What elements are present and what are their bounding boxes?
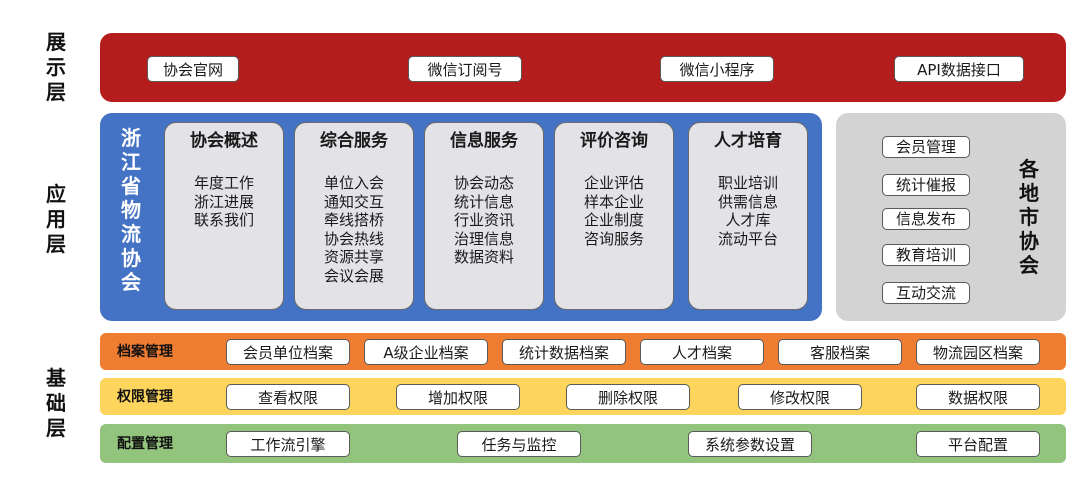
archive-item-a-level: A级企业档案 [364, 339, 488, 365]
association-char-2: 江 [121, 150, 141, 174]
permission-item-modify: 修改权限 [738, 384, 862, 410]
permission-row-label: 权限管理 [117, 389, 173, 405]
card-info-item: 数据资料 [453, 248, 514, 266]
display-item-wechat-miniprogram: 微信小程序 [660, 56, 774, 82]
card-services-item: 单位入会 [323, 174, 384, 192]
display-item-website: 协会官网 [147, 56, 239, 82]
card-evaluation-item: 企业制度 [583, 211, 644, 229]
card-talent-item: 职业培训 [717, 174, 778, 192]
card-overview-title: 协会概述 [190, 131, 258, 151]
card-talent-title: 人才培育 [714, 131, 782, 151]
local-item-statistics-reminder: 统计催报 [882, 174, 970, 196]
association-char-7: 会 [121, 270, 141, 294]
local-char-4: 协 [1019, 229, 1039, 253]
card-talent: 人才培育 职业培训 供需信息 人才库 流动平台 [688, 122, 808, 310]
local-char-1: 各 [1019, 157, 1039, 181]
local-label: 各 地 市 协 会 [1014, 157, 1044, 277]
app-layer-char-2: 用 [46, 207, 66, 231]
base-layer-label: 基 础 层 [44, 366, 68, 441]
card-overview-item: 浙江进展 [193, 192, 254, 211]
card-info-title: 信息服务 [450, 131, 518, 151]
association-char-6: 协 [121, 246, 141, 270]
permission-item-add: 增加权限 [396, 384, 520, 410]
card-services-title: 综合服务 [320, 131, 388, 151]
card-services-item: 会议会展 [323, 266, 384, 285]
local-item-info-release: 信息发布 [882, 208, 970, 230]
card-evaluation-title: 评价咨询 [580, 131, 648, 151]
association-label: 浙 江 省 物 流 协 会 [116, 126, 146, 294]
card-services-item: 牵线搭桥 [323, 211, 384, 229]
archive-item-statistics: 统计数据档案 [502, 339, 626, 365]
config-item-workflow: 工作流引擎 [226, 431, 350, 457]
permission-item-view: 查看权限 [226, 384, 350, 410]
association-char-4: 物 [121, 198, 141, 222]
local-char-5: 会 [1019, 253, 1039, 277]
card-evaluation-item: 样本企业 [583, 192, 644, 211]
base-layer-char-1: 基 [46, 366, 66, 390]
card-info: 信息服务 协会动态 统计信息 行业资讯 治理信息 数据资料 [424, 122, 544, 310]
card-services: 综合服务 单位入会 通知交互 牵线搭桥 协会热线 资源共享 会议会展 [294, 122, 414, 310]
card-talent-item: 供需信息 [717, 192, 778, 211]
app-layer-char-1: 应 [46, 182, 66, 206]
card-overview: 协会概述 年度工作 浙江进展 联系我们 [164, 122, 284, 310]
display-layer-char-3: 层 [46, 80, 66, 104]
archive-row-label: 档案管理 [117, 344, 173, 360]
card-talent-item: 人才库 [725, 211, 771, 229]
card-overview-item: 联系我们 [193, 211, 254, 229]
local-char-2: 地 [1019, 181, 1039, 205]
card-services-item: 协会热线 [323, 229, 384, 248]
card-info-item: 治理信息 [453, 229, 514, 248]
archive-item-talent: 人才档案 [640, 339, 764, 365]
card-evaluation-item: 咨询服务 [583, 229, 644, 248]
association-char-5: 流 [121, 222, 141, 246]
local-item-interaction: 互动交流 [882, 282, 970, 304]
archive-item-customer: 客服档案 [778, 339, 902, 365]
display-item-wechat-subscription: 微信订阅号 [408, 56, 522, 82]
card-services-item: 通知交互 [323, 192, 384, 211]
association-char-1: 浙 [121, 126, 141, 150]
app-layer-label: 应 用 层 [44, 182, 68, 257]
permission-item-delete: 删除权限 [566, 384, 690, 410]
archive-item-logistics-park: 物流园区档案 [916, 339, 1040, 365]
card-info-item: 统计信息 [453, 192, 514, 211]
config-item-task-monitor: 任务与监控 [457, 431, 581, 457]
local-char-3: 市 [1019, 205, 1039, 229]
config-item-system-params: 系统参数设置 [688, 431, 812, 457]
config-item-platform: 平台配置 [916, 431, 1040, 457]
display-item-api: API数据接口 [894, 56, 1024, 82]
card-evaluation-item: 企业评估 [583, 174, 644, 192]
app-layer-char-3: 层 [46, 232, 66, 256]
association-char-3: 省 [121, 174, 141, 198]
local-item-member-management: 会员管理 [882, 136, 970, 158]
card-info-item: 协会动态 [453, 174, 514, 192]
base-layer-char-2: 础 [46, 391, 66, 415]
display-layer-char-2: 示 [46, 55, 66, 79]
display-layer-char-1: 展 [46, 30, 66, 54]
permission-item-data: 数据权限 [916, 384, 1040, 410]
card-overview-item: 年度工作 [193, 174, 254, 192]
display-layer-label: 展 示 层 [44, 30, 68, 105]
card-info-item: 行业资讯 [453, 211, 514, 229]
card-evaluation: 评价咨询 企业评估 样本企业 企业制度 咨询服务 [554, 122, 674, 310]
archive-item-member-units: 会员单位档案 [226, 339, 350, 365]
local-item-education: 教育培训 [882, 244, 970, 266]
base-layer-char-3: 层 [46, 416, 66, 440]
config-row-label: 配置管理 [117, 436, 173, 452]
card-talent-item: 流动平台 [717, 229, 778, 248]
card-services-item: 资源共享 [323, 248, 384, 266]
